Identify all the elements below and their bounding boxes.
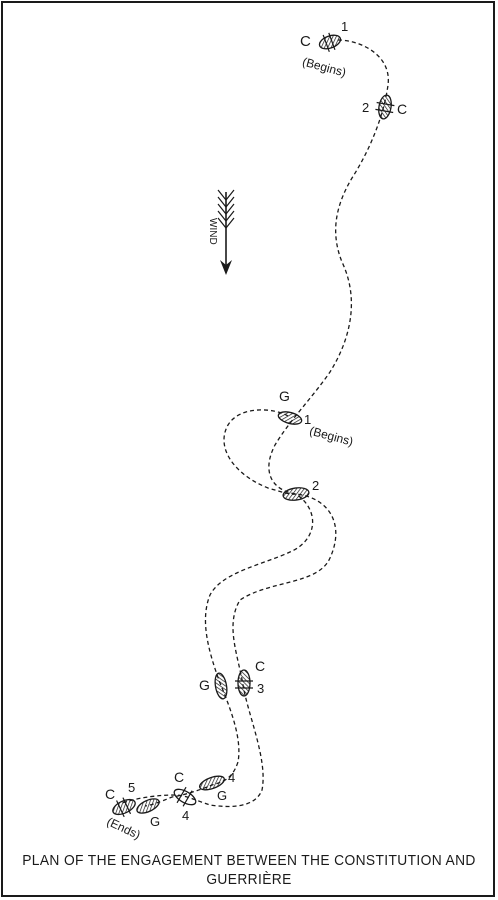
g4-number-label: 4 bbox=[228, 770, 235, 785]
c1-begins-note: (Begins) bbox=[301, 55, 348, 80]
g3-ship-label: G bbox=[199, 677, 210, 693]
wind-label: WIND bbox=[207, 218, 218, 245]
constitution-position-3 bbox=[235, 669, 253, 697]
g2-number-label: 2 bbox=[312, 478, 319, 493]
wind-arrow-icon bbox=[217, 189, 235, 275]
g1-begins-note: (Begins) bbox=[308, 424, 355, 449]
constitution-position-4 bbox=[173, 786, 197, 807]
figure-caption-line-2: GUERRIÈRE bbox=[206, 871, 292, 888]
constitution-position-2 bbox=[375, 94, 395, 120]
guerriere-position-1 bbox=[277, 411, 303, 425]
guerriere-position-4 bbox=[198, 775, 226, 791]
constitution-position-5 bbox=[112, 797, 136, 818]
c2-number-label: 2 bbox=[362, 100, 369, 115]
guerriere-position-2 bbox=[282, 487, 310, 501]
constitution-track bbox=[121, 39, 389, 808]
guerriere-position-5 bbox=[136, 798, 160, 814]
c4-number-label: 4 bbox=[182, 808, 189, 823]
c5-ship-label: C bbox=[105, 786, 115, 802]
g5-ship-label: G bbox=[150, 814, 160, 829]
c1-ship-label: C bbox=[300, 33, 311, 50]
c5-number-label: 5 bbox=[128, 780, 135, 795]
g4-ship-label: G bbox=[217, 788, 227, 803]
g1-ship-label: G bbox=[279, 388, 290, 404]
g1-number-label: 1 bbox=[304, 412, 311, 427]
c5-ends-note: (Ends) bbox=[105, 814, 143, 842]
c3-ship-label: C bbox=[255, 658, 265, 674]
c1-number-label: 1 bbox=[341, 19, 348, 34]
guerriere-track bbox=[144, 409, 314, 807]
figure-caption-line-1: PLAN OF THE ENGAGEMENT BETWEEN THE CONST… bbox=[22, 852, 476, 869]
c2-ship-label: C bbox=[397, 101, 407, 117]
constitution-position-1 bbox=[318, 32, 342, 53]
c3-number-label: 3 bbox=[257, 681, 264, 696]
c4-ship-label: C bbox=[174, 769, 184, 785]
guerriere-position-3 bbox=[214, 672, 228, 700]
